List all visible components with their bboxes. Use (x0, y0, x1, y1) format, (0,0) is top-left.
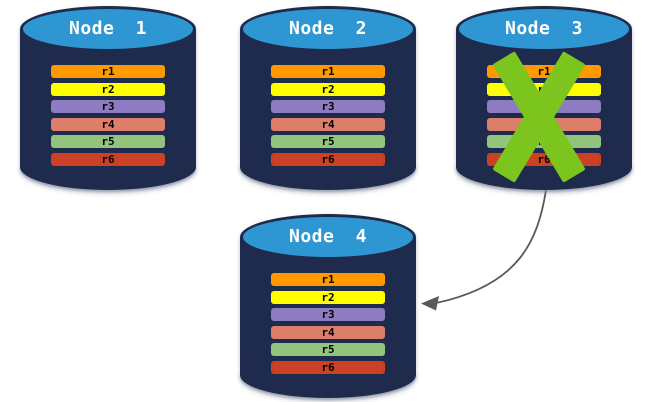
cylinder-bottom (240, 352, 416, 398)
cylinder-top: Node 1 (20, 6, 196, 52)
record-bar-r2: r2 (271, 82, 385, 96)
arrow-curve (435, 189, 547, 304)
record-list: r1 r2 r3 r4 r5 r6 (271, 65, 385, 166)
record-bar-r6: r6 (271, 360, 385, 374)
cylinder-top: Node 4 (240, 214, 416, 260)
record-bar-r5: r5 (271, 135, 385, 149)
cylinder-top: Node 3 (456, 6, 632, 52)
record-bar-r6: r6 (51, 152, 165, 166)
record-bar-r1: r1 (271, 65, 385, 78)
node-label: Node 3 (504, 18, 584, 39)
node-label: Node 4 (288, 226, 368, 247)
failed-x-icon (456, 6, 632, 190)
node-label: Node 2 (288, 18, 368, 39)
node-4: Node 4 r1 r2 r3 r4 r5 r6 (240, 214, 416, 398)
record-bar-r3: r3 (271, 100, 385, 114)
record-bar-r3: r3 (271, 308, 385, 322)
cylinder-bottom (20, 144, 196, 190)
record-bar-r2: r2 (51, 82, 165, 96)
record-bar-r2: r2 (271, 290, 385, 304)
record-bar-r1: r1 (271, 273, 385, 286)
node-label: Node 1 (68, 18, 148, 39)
cylinder-bottom (240, 144, 416, 190)
record-list: r1 r2 r3 r4 r5 r6 (271, 273, 385, 374)
node-2: Node 2 r1 r2 r3 r4 r5 r6 (240, 6, 416, 190)
record-bar-r1: r1 (51, 65, 165, 78)
record-bar-r6: r6 (271, 152, 385, 166)
arrow-head-icon (421, 296, 439, 311)
record-bar-r3: r3 (51, 100, 165, 114)
record-bar-r4: r4 (271, 117, 385, 131)
cylinder-top: Node 2 (240, 6, 416, 52)
record-list: r1 r2 r3 r4 r5 r6 (51, 65, 165, 166)
record-bar-r4: r4 (271, 325, 385, 339)
record-bar-r5: r5 (271, 343, 385, 357)
record-bar-r4: r4 (51, 117, 165, 131)
record-bar-r5: r5 (51, 135, 165, 149)
node-1: Node 1 r1 r2 r3 r4 r5 r6 (20, 6, 196, 190)
